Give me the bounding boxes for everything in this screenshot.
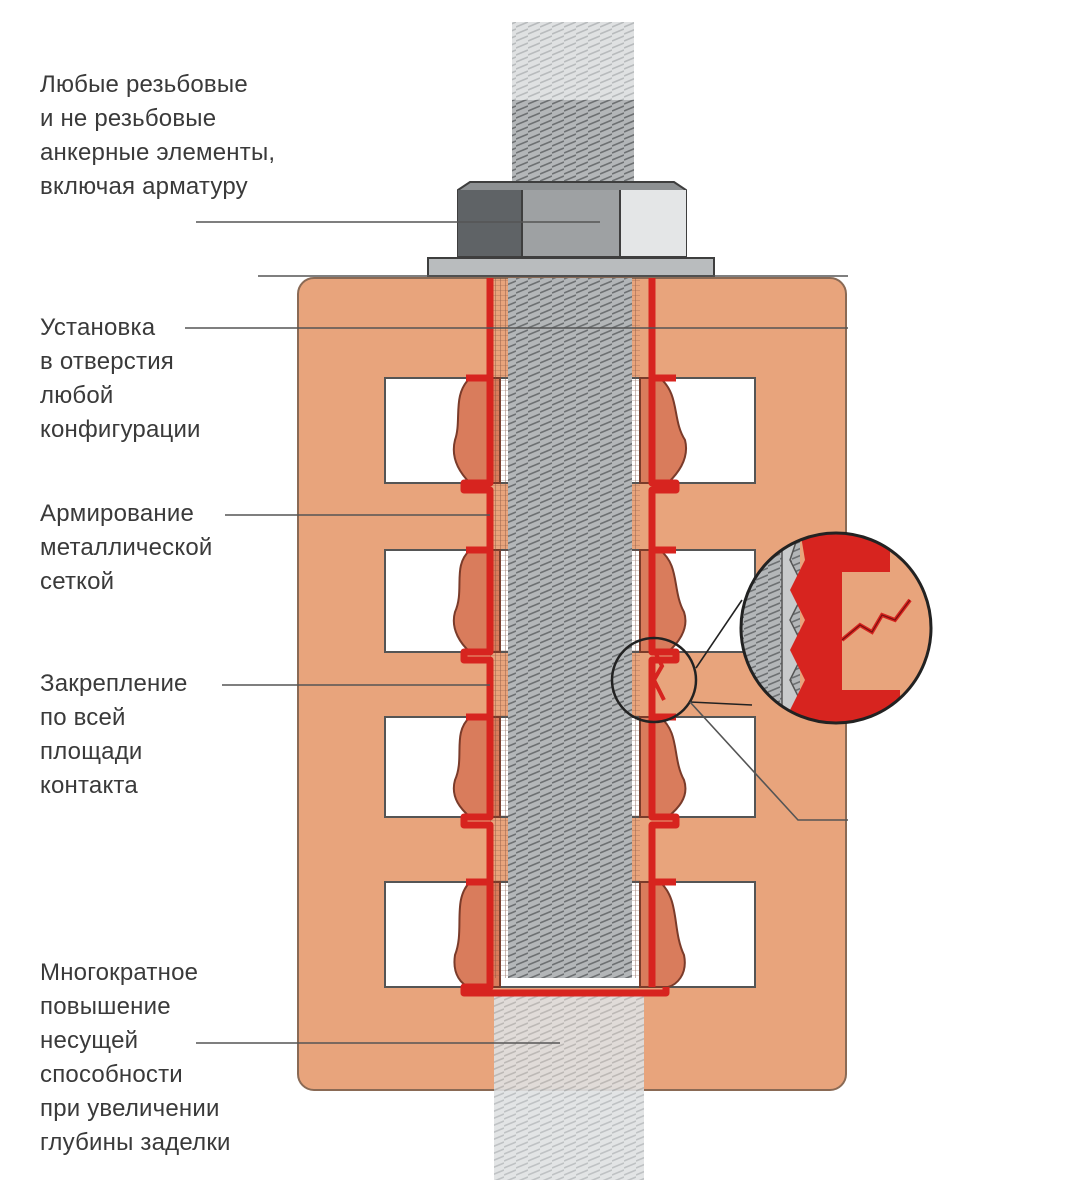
leader-lines	[185, 221, 848, 1044]
rod-top	[512, 22, 634, 190]
rod-bottom	[494, 990, 644, 1180]
nut-and-washer	[427, 181, 715, 277]
label-fixing: Закрепление по всей площади контакта	[40, 670, 188, 799]
label-capacity: Многократное повышение несущей способнос…	[40, 959, 231, 1156]
zoom-detail-icon	[739, 531, 933, 725]
zoom-marker-icon	[610, 599, 753, 724]
label-anchor-elements: Любые резьбовые и не резьбовые анкерные …	[40, 71, 276, 200]
resin-outline	[460, 278, 680, 997]
anchor-rod	[508, 278, 632, 978]
label-installation: Установка в отверстия любой конфигурации	[40, 314, 201, 443]
label-reinforcement: Армирование металлической сеткой	[40, 500, 213, 595]
